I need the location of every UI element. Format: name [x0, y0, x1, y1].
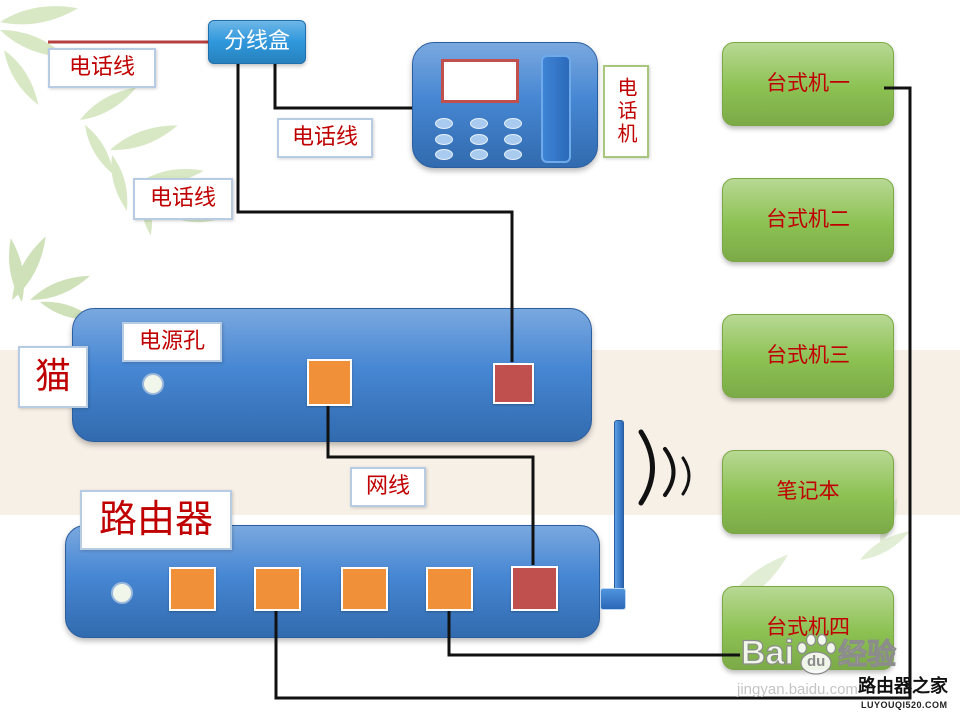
- device-laptop: 笔记本: [722, 450, 894, 534]
- splitter-label: 分线盒: [223, 28, 290, 54]
- phone-line-splitter-to-modem: [236, 64, 514, 362]
- router-lan-port-4: [426, 567, 473, 611]
- label-text: 电话线: [68, 54, 135, 80]
- label-router: 路由器: [80, 490, 232, 550]
- router-antenna-base: [600, 588, 626, 610]
- label-incoming-phone-line: 电话线: [48, 48, 156, 88]
- device-label: 台式机四: [766, 615, 850, 640]
- telephone-key: [435, 149, 453, 160]
- modem-power-hole: [142, 373, 164, 395]
- watermark-site-name: 路由器之家: [858, 676, 948, 697]
- router-lan-port-1: [169, 567, 216, 611]
- telephone-key: [470, 149, 488, 160]
- router-power-hole: [111, 582, 133, 604]
- phone-line-splitter-to-phone: [273, 64, 412, 110]
- label-modem: 猫: [18, 346, 88, 408]
- label-text: 猫: [34, 356, 71, 398]
- label-text: 电话线: [291, 124, 358, 150]
- telephone: [412, 42, 598, 168]
- label-text: 路由器: [98, 497, 213, 542]
- wifi-wave-medium: [663, 447, 676, 497]
- router-lan-port-3: [341, 567, 388, 611]
- label-text: 网线: [365, 473, 410, 499]
- baidu-paw-icon: [796, 634, 837, 675]
- wifi-wave-small: [681, 456, 691, 496]
- telephone-handset: [541, 55, 571, 163]
- network-cable-modem-to-router: [326, 405, 535, 565]
- telephone-key: [435, 118, 453, 129]
- telephone-key: [504, 118, 522, 129]
- device-label: 台式机一: [766, 71, 850, 96]
- watermark-baidu-paw-text: du: [807, 653, 826, 670]
- telephone-key: [504, 149, 522, 160]
- watermark-jingyan-text: 经验: [837, 637, 897, 671]
- label-splitter-to-phone-line: 电话线: [277, 118, 373, 158]
- device-label: 台式机三: [766, 343, 850, 368]
- watermark-baidu-url: jingyan.baidu.com: [737, 681, 858, 698]
- telephone-key: [470, 118, 488, 129]
- watermark-baidu-text: Bai: [740, 634, 794, 672]
- label-text: 电话机: [614, 77, 638, 146]
- label-telephone: 电话机: [603, 65, 649, 158]
- modem-lan-port: [307, 359, 352, 406]
- router-wan-port: [511, 566, 558, 611]
- router-lan-port-2: [254, 567, 301, 611]
- label-text: 电源孔: [138, 328, 205, 354]
- modem-phone-port: [493, 363, 534, 404]
- wifi-signal-icon: [638, 429, 691, 506]
- telephone-key: [470, 134, 488, 145]
- network-cable-router-to-desktop-1: [274, 86, 912, 700]
- label-network-cable: 网线: [350, 467, 426, 507]
- label-power-hole: 电源孔: [122, 322, 222, 362]
- telephone-screen: [441, 59, 519, 103]
- device-desktop-3: 台式机三: [722, 314, 894, 398]
- label-splitter-to-modem-line: 电话线: [133, 178, 233, 220]
- device-label: 台式机二: [766, 207, 850, 232]
- line-splitter: 分线盒: [208, 20, 306, 64]
- network-cable-router-to-desktop-4: [447, 610, 740, 657]
- label-text: 电话线: [149, 185, 216, 211]
- telephone-key: [435, 134, 453, 145]
- watermark-site-url: LUYOUQI520.COM: [861, 700, 948, 710]
- device-desktop-1: 台式机一: [722, 42, 894, 126]
- telephone-key: [504, 134, 522, 145]
- device-desktop-4: 台式机四: [722, 586, 894, 670]
- device-label: 笔记本: [776, 479, 840, 504]
- wifi-wave-large: [638, 429, 655, 506]
- device-desktop-2: 台式机二: [722, 178, 894, 262]
